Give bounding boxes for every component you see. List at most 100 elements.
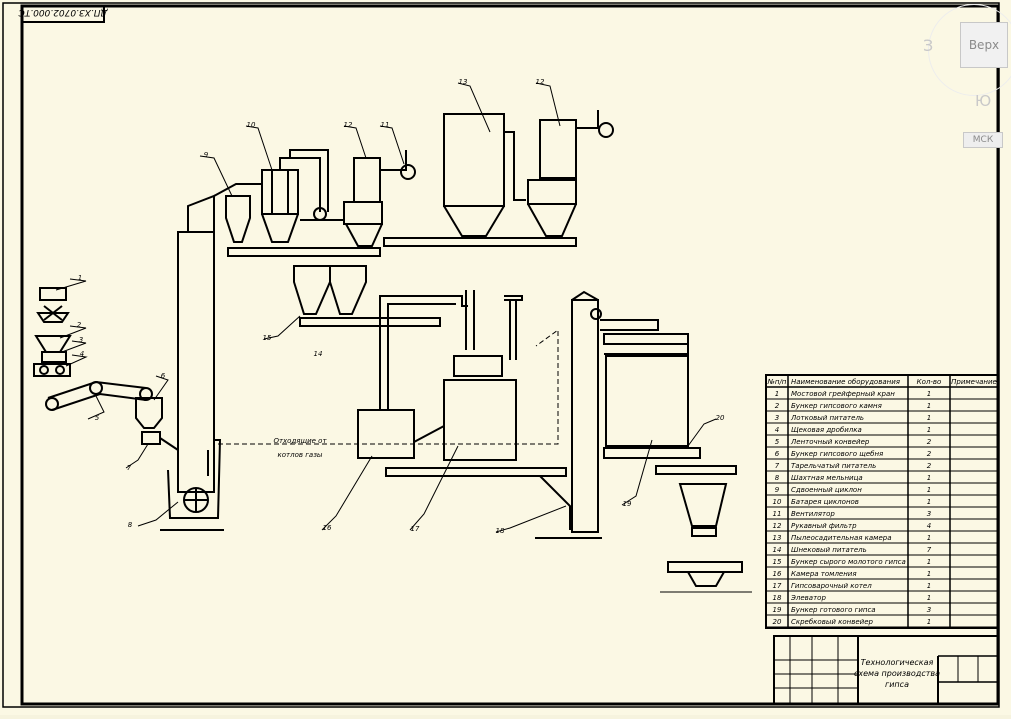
table-cell-n: 11 bbox=[773, 510, 782, 518]
upper-platform-left bbox=[227, 247, 381, 257]
callout-17: 17 bbox=[411, 525, 420, 533]
compass-south-label[interactable]: Ю bbox=[975, 92, 992, 110]
table-cell-qty: 1 bbox=[927, 582, 931, 590]
table-cell-qty: 2 bbox=[927, 438, 932, 446]
table-cell-n: 9 bbox=[775, 486, 780, 494]
table-cell-qty: 1 bbox=[927, 402, 931, 410]
callout-8: 8 bbox=[128, 521, 133, 529]
table-cell-name: Батарея циклонов bbox=[791, 498, 859, 506]
raw-gypsum-bunker bbox=[293, 265, 367, 315]
table-cell-n: 6 bbox=[775, 450, 780, 458]
crushed-stone-bunker bbox=[135, 397, 163, 429]
table-cell-name: Вентилятор bbox=[791, 510, 835, 518]
table-cell-n: 5 bbox=[775, 438, 780, 446]
table-header-0: №п/п bbox=[767, 378, 787, 386]
table-cell-qty: 1 bbox=[927, 558, 931, 566]
ucs-menu-button[interactable]: МСК bbox=[963, 132, 1003, 148]
table-cell-n: 3 bbox=[775, 414, 779, 422]
table-cell-name: Ленточный конвейер bbox=[790, 438, 870, 446]
table-cell-qty: 1 bbox=[927, 498, 931, 506]
table-header-2: Кол-во bbox=[917, 378, 942, 386]
table-cell-name: Шахтная мельница bbox=[791, 474, 863, 482]
table-cell-n: 17 bbox=[773, 582, 782, 590]
callout-20: 20 bbox=[716, 414, 725, 422]
grab-crane bbox=[39, 287, 67, 301]
table-cell-n: 13 bbox=[773, 534, 782, 542]
table-cell-n: 1 bbox=[775, 390, 779, 398]
table-cell-n: 2 bbox=[775, 402, 780, 410]
twin-cyclone bbox=[225, 195, 251, 243]
table-header-1: Наименование оборудования bbox=[791, 378, 900, 386]
mill-outlet bbox=[187, 194, 215, 232]
table-cell-qty: 3 bbox=[927, 606, 931, 614]
table-cell-name: Сдвоенный циклон bbox=[791, 486, 862, 494]
table-cell-name: Бункер гипсового щебня bbox=[791, 450, 883, 458]
table-cell-name: Элеватор bbox=[790, 594, 826, 602]
table-cell-name: Бункер сырого молотого гипса bbox=[791, 558, 906, 566]
cyclone-battery bbox=[261, 169, 299, 215]
title-line-2: схема производства bbox=[854, 669, 940, 678]
table-cell-name: Шнековый питатель bbox=[791, 546, 867, 554]
callout-7: 7 bbox=[127, 464, 132, 472]
stamp-box bbox=[21, 5, 105, 23]
table-cell-n: 4 bbox=[775, 426, 779, 434]
table-cell-name: Лотковый питатель bbox=[790, 414, 864, 422]
table-cell-n: 18 bbox=[773, 594, 782, 602]
bag-filter-small bbox=[353, 157, 381, 203]
table-cell-qty: 2 bbox=[927, 450, 932, 458]
callout-12b: 12 bbox=[536, 78, 545, 86]
view-cube-compass-ring[interactable] bbox=[928, 4, 1011, 96]
title-line-3: гипса bbox=[885, 680, 909, 689]
callout-14: 14 bbox=[314, 350, 323, 358]
equipment-lines bbox=[33, 110, 752, 593]
table-cell-qty: 1 bbox=[927, 414, 931, 422]
view-cube[interactable]: Верх З Ю МСК bbox=[923, 0, 1011, 160]
callout-labels: 1 2 3 4 5 6 7 8 9 10 11 12 12 13 14 15 1… bbox=[77, 78, 725, 535]
crane-grab bbox=[36, 312, 70, 323]
callout-3: 3 bbox=[79, 336, 83, 344]
table-cell-n: 16 bbox=[773, 570, 782, 578]
jaw-crusher bbox=[33, 363, 71, 377]
table-cell-name: Пылеосадительная камера bbox=[791, 534, 892, 542]
title-line-1: Технологическая bbox=[861, 658, 934, 667]
scraper-conveyor bbox=[603, 333, 689, 345]
flue-gas-line bbox=[218, 329, 559, 445]
stamp-text: ДП.ХЗ.0702.000.ТС bbox=[18, 7, 109, 17]
table-cell-qty: 1 bbox=[927, 570, 931, 578]
screw-feeder bbox=[453, 355, 503, 377]
table-cell-name: Тарельчатый питатель bbox=[791, 462, 876, 470]
table-cell-n: 20 bbox=[773, 618, 782, 626]
gypsum-kettle bbox=[443, 379, 517, 461]
table-cell-qty: 1 bbox=[927, 534, 931, 542]
flue-gas-note-line2: котлов газы bbox=[278, 451, 323, 459]
table-cell-n: 15 bbox=[773, 558, 782, 566]
callout-12a: 12 bbox=[344, 121, 353, 129]
table-cell-name: Рукавный фильтр bbox=[791, 522, 857, 530]
table-cell-name: Скребковый конвейер bbox=[791, 618, 873, 626]
callout-6: 6 bbox=[161, 372, 166, 380]
table-cell-n: 12 bbox=[773, 522, 782, 530]
bag-filter-large bbox=[539, 119, 577, 179]
sheet-inner-frame bbox=[20, 4, 1000, 706]
table-cell-qty: 1 bbox=[927, 426, 931, 434]
table-cell-qty: 1 bbox=[927, 390, 931, 398]
callout-16: 16 bbox=[323, 524, 332, 532]
callout-10: 10 bbox=[247, 121, 256, 129]
plate-feeder bbox=[141, 431, 161, 445]
table-cell-n: 19 bbox=[773, 606, 782, 614]
leader-lines bbox=[55, 82, 717, 533]
table-cell-qty: 1 bbox=[927, 618, 931, 626]
compass-east-label[interactable]: З bbox=[923, 36, 934, 55]
middle-platform bbox=[299, 317, 441, 327]
table-cell-name: Бункер гипсового камня bbox=[791, 402, 882, 410]
lower-platform bbox=[385, 467, 567, 477]
belt-conveyor bbox=[47, 380, 147, 411]
table-cell-n: 14 bbox=[773, 546, 782, 554]
callout-5: 5 bbox=[95, 414, 100, 422]
table-cell-name: Щековая дробилка bbox=[791, 426, 862, 434]
table-cell-name: Бункер готового гипса bbox=[791, 606, 876, 614]
view-cube-top-face[interactable]: Верх bbox=[960, 22, 1008, 68]
